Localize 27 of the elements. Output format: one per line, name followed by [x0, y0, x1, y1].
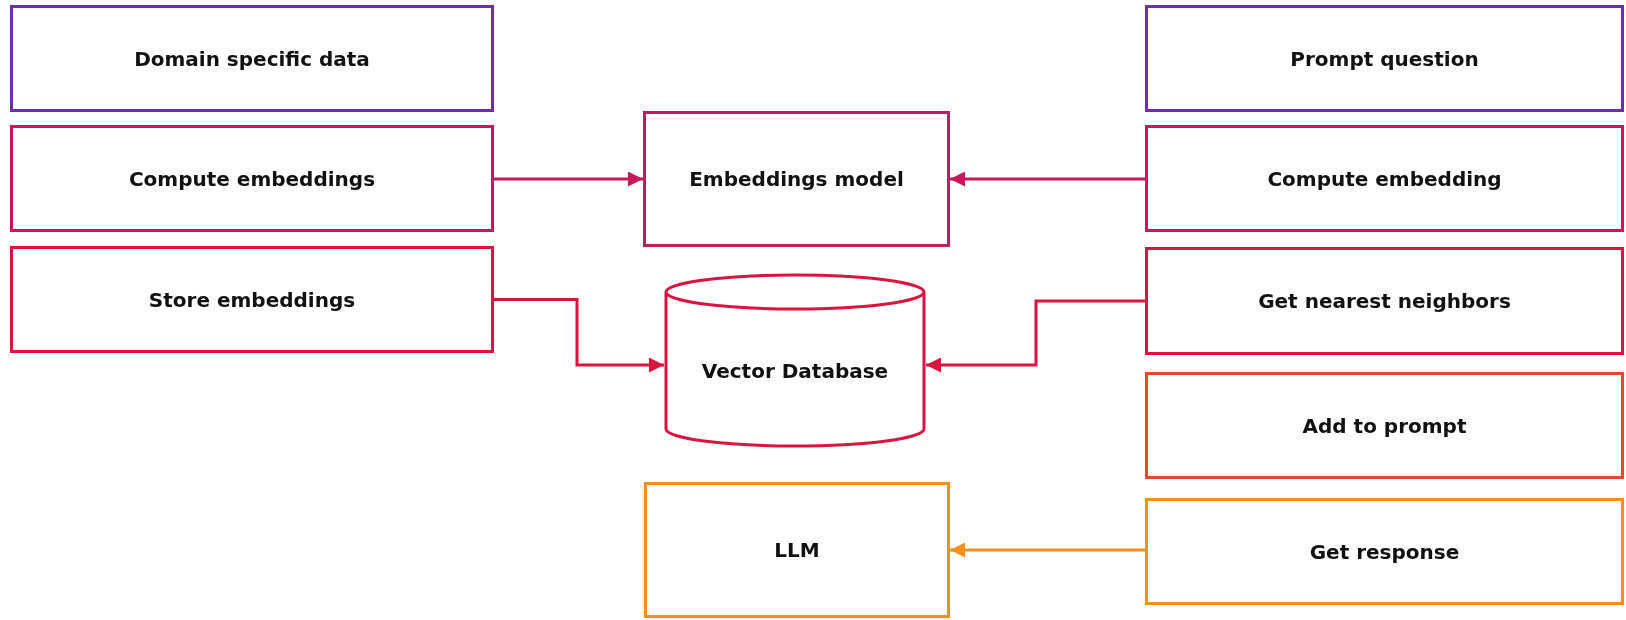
node-label: Store embeddings [147, 287, 357, 312]
arrow [950, 171, 1145, 187]
process-box [10, 246, 494, 353]
node-label: Domain specific data [133, 46, 371, 71]
node-label: Vector Database [700, 358, 890, 383]
node-label: Compute embeddings [127, 166, 377, 191]
process-box [643, 111, 950, 247]
node-label: Get response [1308, 539, 1461, 564]
process-box [1145, 372, 1624, 479]
process-box [1145, 247, 1624, 355]
arrow [926, 299, 1145, 373]
arrow [950, 542, 1145, 558]
arrow [494, 298, 664, 373]
node-label: Embeddings model [688, 167, 905, 191]
node-label: Compute embedding [1266, 166, 1503, 191]
node-label: Get nearest neighbors [1257, 289, 1512, 313]
node-label: Prompt question [1289, 46, 1480, 71]
process-box [10, 125, 494, 232]
process-box [1145, 498, 1624, 605]
process-box [1145, 125, 1624, 232]
node-label: LLM [773, 538, 821, 562]
process-box [10, 5, 494, 112]
node-label: Add to prompt [1301, 413, 1468, 438]
arrow [494, 171, 643, 187]
process-box [644, 482, 950, 618]
process-box [1145, 5, 1624, 112]
database-cylinder [664, 273, 926, 448]
